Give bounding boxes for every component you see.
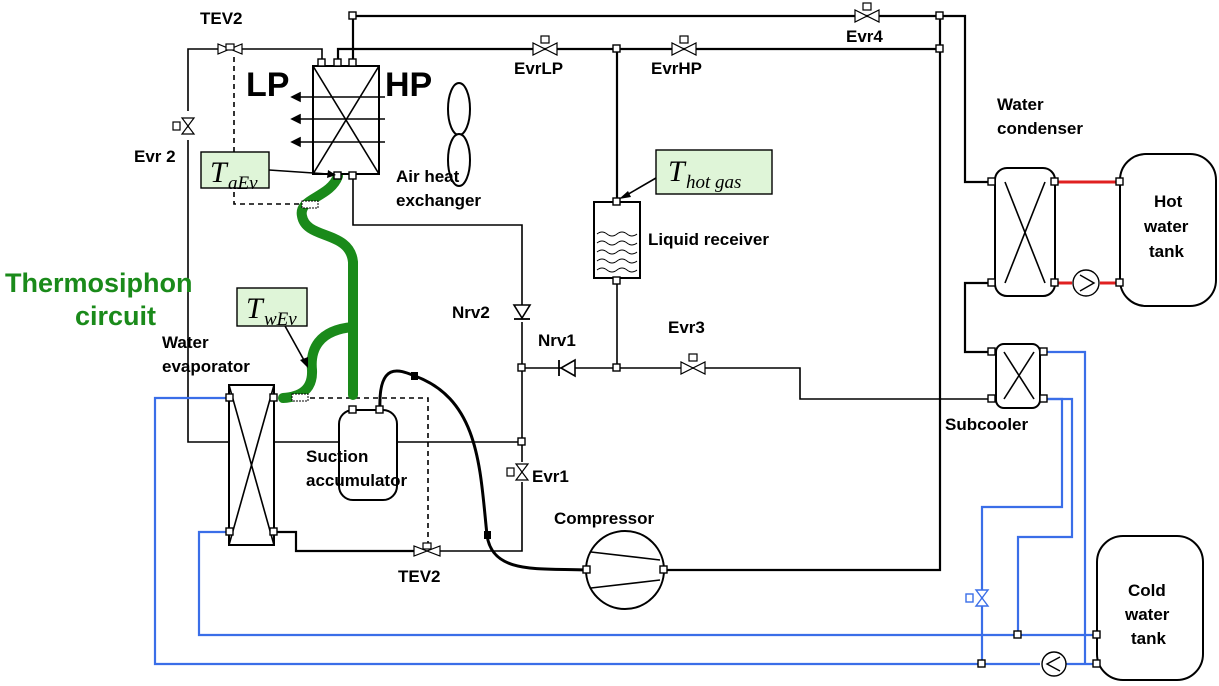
- tev2-top-valve-icon: [217, 43, 243, 55]
- cold-tank-label-1: Cold: [1128, 581, 1166, 600]
- hot-water-tank: [1119, 153, 1217, 307]
- thermosiphon-label-2: circuit: [75, 301, 156, 331]
- airflow-arrows: [290, 91, 385, 148]
- hot-tank-label-2: water: [1143, 217, 1189, 236]
- evr3-valve-icon: [680, 353, 706, 375]
- evr1-valve-icon: [506, 463, 530, 481]
- hot-tank-label-3: tank: [1149, 242, 1185, 261]
- thermosiphon-label-1: Thermosiphon: [5, 268, 193, 298]
- compressor-icon: [585, 530, 665, 610]
- evr4-valve-icon: [854, 2, 880, 23]
- evr3-label: Evr3: [668, 318, 705, 337]
- connection-nodes: [225, 11, 1124, 668]
- nrv2-label: Nrv2: [452, 303, 490, 322]
- thermosiphon-circuit: [278, 171, 358, 403]
- liquid-receiver-label: Liquid receiver: [648, 230, 769, 249]
- hot-tank-label-1: Hot: [1154, 192, 1183, 211]
- suction-accumulator: [338, 409, 398, 501]
- water-condenser: [994, 167, 1056, 297]
- hp-label: HP: [385, 66, 432, 104]
- cold-tank-label-3: tank: [1131, 629, 1167, 648]
- evr2-label: Evr 2: [134, 147, 176, 166]
- evr4-label: Evr4: [846, 27, 883, 46]
- cold-water-valve-icon: [965, 589, 990, 607]
- liquid-receiver: [593, 201, 641, 279]
- cold-tank-label-2: water: [1124, 605, 1170, 624]
- evr-lp-label: EvrLP: [514, 59, 563, 78]
- refrigerant-pipes: [187, 14, 1000, 572]
- tev2-bottom-label: TEV2: [398, 567, 441, 586]
- suction-accumulator-label-2: accumulator: [306, 471, 407, 490]
- svg-text:T: T: [246, 292, 265, 325]
- cold-water-loop: [153, 350, 1095, 666]
- evr1-label: Evr1: [532, 467, 569, 486]
- nrv1-label: Nrv1: [538, 331, 576, 350]
- hot-water-loop: [1055, 180, 1120, 285]
- compressor-label: Compressor: [554, 509, 655, 528]
- evr-lp-valve-icon: [532, 35, 558, 56]
- svg-text:hot gas: hot gas: [686, 172, 741, 193]
- nrv2-valve-icon: [512, 304, 532, 320]
- sensor-t-wev: T wEv: [236, 287, 309, 402]
- evr-hp-valve-icon: [671, 35, 697, 56]
- lp-label: LP: [246, 66, 289, 104]
- fan-icon: [447, 82, 471, 187]
- svg-text:T: T: [668, 155, 687, 188]
- nrv1-valve-icon: [558, 358, 576, 378]
- sensor-t-hot-gas: T hot gas: [619, 149, 773, 199]
- water-condenser-label-2: condenser: [997, 119, 1083, 138]
- water-evaporator-label-2: evaporator: [162, 357, 250, 376]
- air-hx-label-2: exchanger: [396, 191, 481, 210]
- suction-accumulator-label-1: Suction: [306, 447, 368, 466]
- cold-water-tank: [1096, 535, 1204, 681]
- water-evaporator-label-1: Water: [162, 333, 209, 352]
- evr-hp-label: EvrHP: [651, 59, 702, 78]
- water-evaporator: [228, 384, 275, 546]
- tev2-top-label: TEV2: [200, 9, 243, 28]
- water-condenser-label-1: Water: [997, 95, 1044, 114]
- hot-water-pump-icon: [1072, 269, 1100, 297]
- cold-water-pump-icon: [1041, 651, 1067, 677]
- svg-text:T: T: [210, 156, 229, 189]
- tev2-bottom-valve-icon: [413, 542, 441, 557]
- air-heat-exchanger: [290, 65, 385, 175]
- svg-text:wEv: wEv: [264, 309, 297, 330]
- sensor-t-aev: T aEv: [200, 151, 336, 209]
- subcooler-label: Subcooler: [945, 415, 1029, 434]
- air-hx-label-1: Air heat: [396, 167, 460, 186]
- svg-text:aEv: aEv: [228, 173, 258, 194]
- subcooler: [995, 343, 1041, 409]
- evr2-valve-icon: [172, 117, 196, 135]
